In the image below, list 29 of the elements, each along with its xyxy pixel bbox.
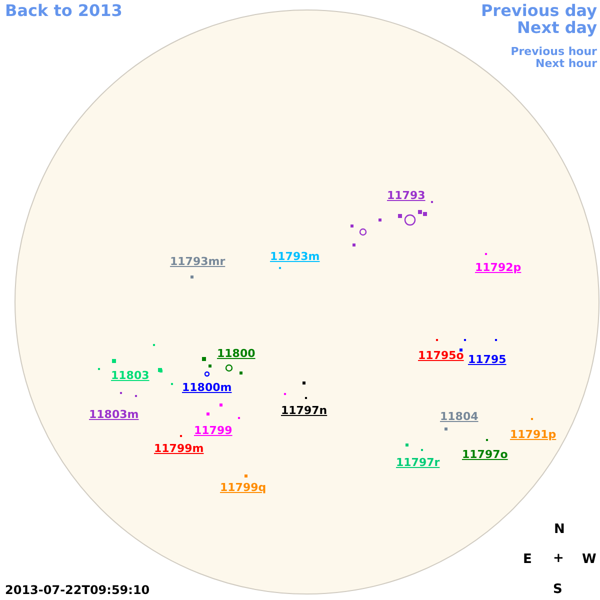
region-link: 11797r <box>396 457 440 468</box>
region-link: 11791p <box>510 429 556 440</box>
region-link: 11793 <box>387 190 426 201</box>
compass-letter: N <box>554 523 565 536</box>
region-link: 11797o <box>462 449 508 460</box>
nav-link: Previous day <box>480 3 597 19</box>
nav-link: Next hour <box>536 58 597 69</box>
region-link: 11800m <box>182 382 232 393</box>
region-link: 11793m <box>270 251 320 262</box>
region-link: 11799q <box>220 482 266 493</box>
nav-link: Next day <box>517 20 597 36</box>
nav-link: Previous hour <box>510 46 597 57</box>
region-link: 11803 <box>111 370 150 381</box>
region-link: 11800 <box>217 348 256 359</box>
region-link: 11797n <box>281 405 328 416</box>
region-link: 11795o <box>418 350 464 361</box>
region-link: 11804 <box>440 411 478 422</box>
region-link: 11799 <box>194 425 232 436</box>
nav-link: Back to 2013 <box>5 3 122 19</box>
region-link: 11792p <box>475 262 522 273</box>
compass-letter: W <box>582 553 596 566</box>
region-link: 11803m <box>89 409 139 420</box>
region-link: 11793mr <box>170 256 226 267</box>
compass-letter: E <box>523 553 532 566</box>
compass-letter: + <box>553 552 564 565</box>
timestamp: 2013-07-22T09:59:10 <box>5 584 150 596</box>
region-link: 11795 <box>468 354 506 365</box>
region-link: 11799m <box>154 443 204 454</box>
compass-letter: S <box>553 583 562 596</box>
